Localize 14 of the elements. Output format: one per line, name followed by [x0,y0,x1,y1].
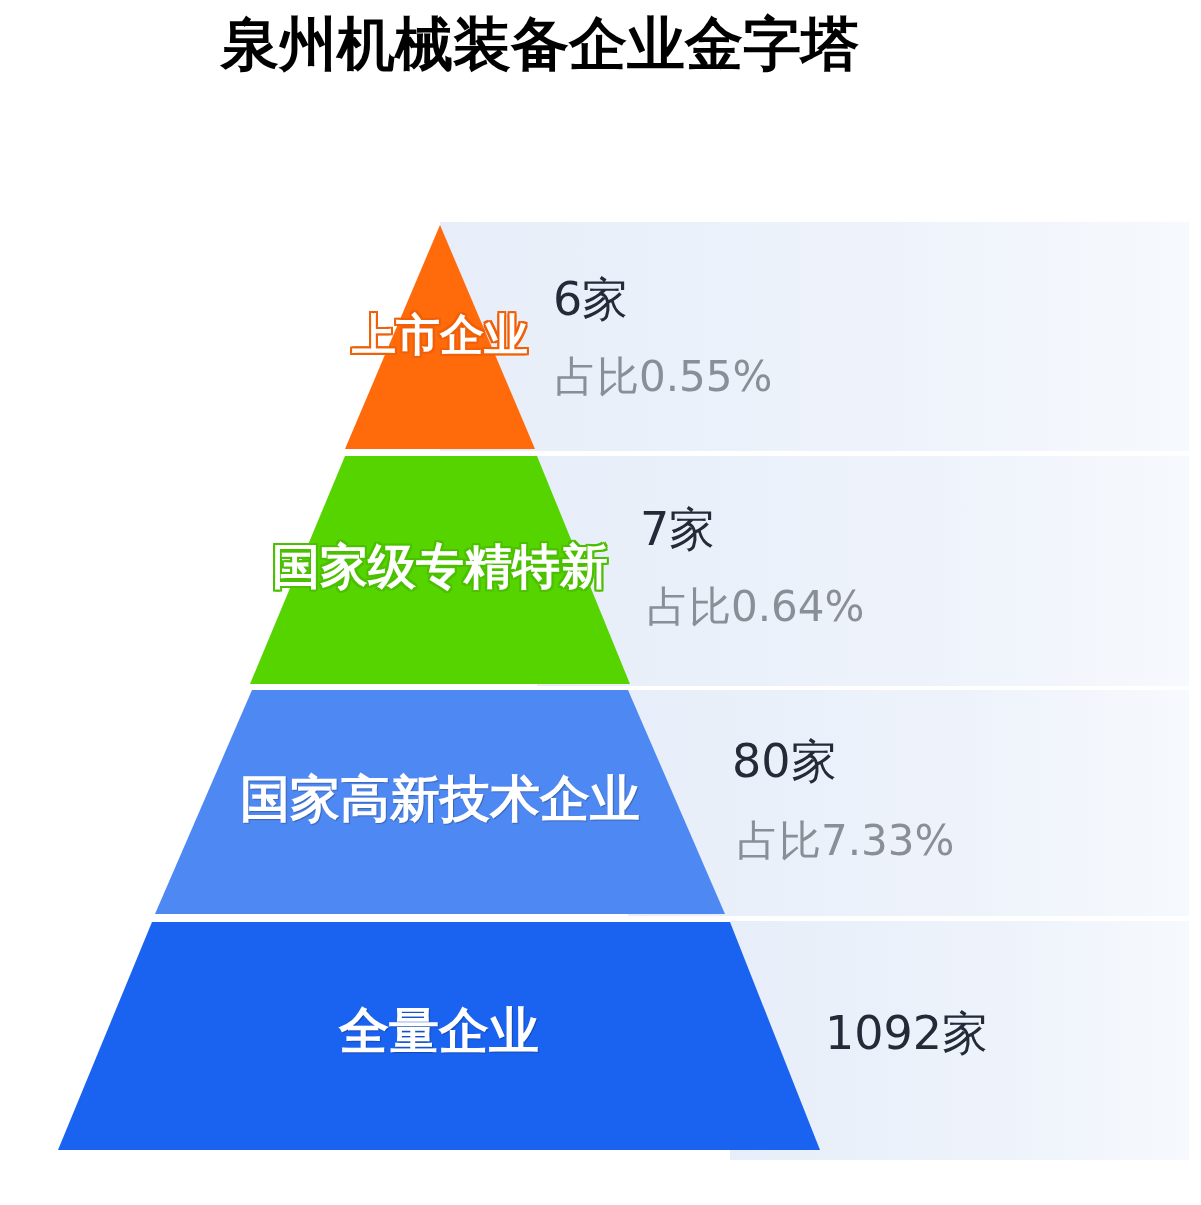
share-percentage: 占比7.33% [737,818,955,865]
company-count: 80家 [732,736,837,787]
pyramid-tier [345,225,535,449]
company-count: 1092家 [825,1008,989,1059]
pyramid-tier [58,922,820,1150]
company-count: 7家 [640,504,716,555]
tier-label: 上市企业 [352,311,528,360]
share-percentage: 占比0.64% [647,584,865,631]
tier-label: 国家高新技术企业 [240,772,640,827]
chart-title: 泉州机械装备企业金字塔 [219,10,860,80]
share-percentage: 占比0.55% [555,354,773,401]
pyramid-tier [155,690,725,914]
company-count: 6家 [553,274,629,325]
tier-label: 全量企业 [339,1004,539,1059]
